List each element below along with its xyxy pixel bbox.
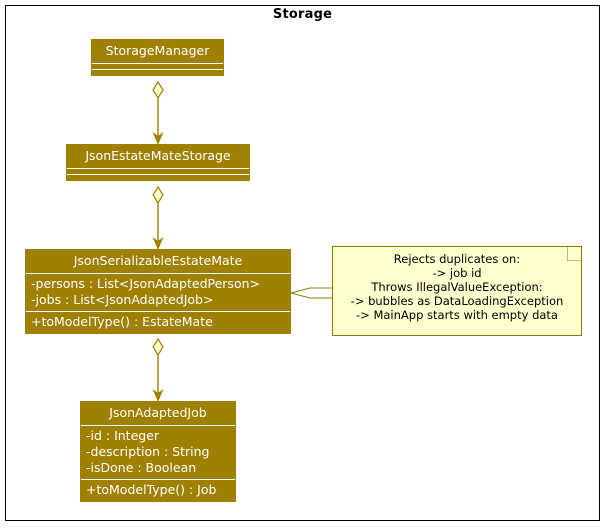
note-line: -> bubbles as DataLoadingException [350,294,564,308]
page-title: Storage [272,7,333,22]
class-attribute: -persons : List<JsonAdaptedPerson> [31,276,260,291]
note-line: -> MainApp starts with empty data [356,308,558,322]
methods-compartment [67,175,249,180]
class-jsonadaptedjob[interactable]: JsonAdaptedJob -id : Integer -descriptio… [80,401,236,502]
class-method: +toModelType() : EstateMate [31,314,213,329]
note-box[interactable]: Rejects duplicates on: -> job id Throws … [332,246,582,336]
class-jsonestatematestorage[interactable]: JsonEstateMateStorage [66,144,250,181]
class-attribute: -id : Integer [86,428,160,443]
note-line: Throws IllegalValueException: [371,280,543,294]
methods-compartment: +toModelType() : Job [81,480,235,501]
methods-compartment [92,70,223,75]
class-jsonserializableestatemate[interactable]: JsonSerializableEstateMate -persons : Li… [25,249,291,334]
class-separator [26,273,290,274]
note-line: -> job id [432,266,482,280]
class-attribute: -isDone : Boolean [86,460,197,475]
class-separator [92,69,223,70]
class-separator [81,479,235,480]
class-name: JsonSerializableEstateMate [73,253,243,268]
class-name: JsonEstateMateStorage [85,148,231,163]
class-name: StorageManager [105,43,210,58]
class-attribute: -description : String [86,444,210,459]
class-separator [26,311,290,312]
methods-compartment: +toModelType() : EstateMate [26,312,290,333]
class-method: +toModelType() : Job [86,482,217,497]
class-separator [67,168,249,169]
class-attribute: -jobs : List<JsonAdaptedJob> [31,292,214,307]
note-fold-icon [567,246,582,261]
class-name: JsonAdaptedJob [109,405,207,420]
attributes-compartment: -id : Integer -description : String -isD… [81,426,235,479]
package-frame [5,5,600,521]
note-line: Rejects duplicates on: [393,252,521,266]
class-separator [67,174,249,175]
attributes-compartment: -persons : List<JsonAdaptedPerson> -jobs… [26,274,290,311]
class-storagemanager[interactable]: StorageManager [91,39,224,76]
class-separator [81,425,235,426]
class-separator [92,63,223,64]
